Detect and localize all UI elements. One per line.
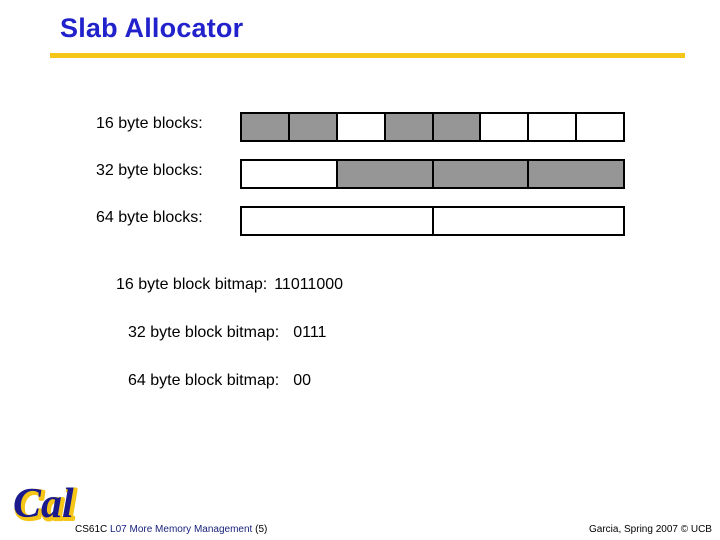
block-cell: [242, 161, 338, 187]
block-cell: [385, 114, 434, 140]
svg-text:Cal: Cal: [15, 483, 76, 529]
bitmap-line-32: 32 byte block bitmap: 0111: [128, 324, 326, 342]
block-cell: [481, 114, 530, 140]
footer-credit: Garcia, Spring 2007 © UCB: [589, 524, 712, 535]
block-row-label-64: 64 byte blocks:: [96, 209, 203, 226]
block-row-label-32: 32 byte blocks:: [96, 162, 203, 179]
block-cell: [529, 114, 578, 140]
bitmap-line-16: 16 byte block bitmap: 11011000: [116, 276, 343, 294]
block-cell: [337, 161, 434, 187]
block-cell: [577, 114, 623, 140]
cal-logo-icon: Cal Cal: [12, 479, 104, 531]
block-cell: [242, 114, 290, 140]
bitmap-line-64: 64 byte block bitmap: 00: [128, 372, 311, 390]
bitmap-label-64: 64 byte block bitmap:: [128, 372, 280, 389]
footer-lecture: L07 More Memory Management: [110, 524, 253, 535]
page-title: Slab Allocator: [60, 13, 244, 43]
bitmap-label-32: 32 byte block bitmap:: [128, 324, 280, 341]
block-cell: [242, 208, 434, 234]
block-bar-32: [240, 159, 625, 189]
block-cell: [289, 114, 338, 140]
title-divider: [50, 53, 685, 58]
bitmap-label-16: 16 byte block bitmap:: [116, 276, 268, 293]
block-cell: [433, 161, 530, 187]
block-bar-16: [240, 112, 625, 142]
bitmap-value-64: 00: [293, 372, 311, 389]
block-cell: [433, 114, 482, 140]
bitmap-value-32: 0111: [293, 324, 327, 341]
bitmap-value-16: 11011000: [274, 276, 344, 293]
block-row-label-16: 16 byte blocks:: [96, 115, 203, 132]
block-bar-64: [240, 206, 625, 236]
footer-slide-number: (5): [255, 524, 268, 535]
block-cell: [433, 208, 623, 234]
footer-course: CS61C: [75, 524, 108, 535]
block-cell: [337, 114, 386, 140]
svg-text:Cal: Cal: [13, 481, 74, 527]
block-cell: [529, 161, 623, 187]
footer-left: CS61C L07 More Memory Management (5): [75, 524, 267, 535]
